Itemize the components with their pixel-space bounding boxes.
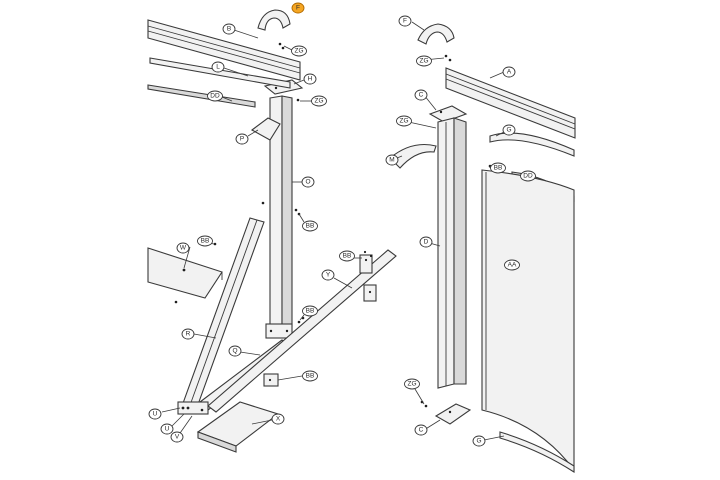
stabilizer-rail-l bbox=[149, 57, 291, 89]
callout-u[interactable]: U bbox=[160, 423, 174, 435]
callout-zg-top-left[interactable]: ZG bbox=[291, 45, 307, 57]
svg-text:B: B bbox=[227, 26, 231, 33]
callout-h[interactable]: H bbox=[303, 73, 317, 85]
svg-text:H: H bbox=[308, 76, 313, 83]
callout-bb-y[interactable]: BB bbox=[339, 250, 355, 262]
stabilizer-rail-g-top bbox=[489, 132, 575, 157]
callout-l[interactable]: L bbox=[211, 61, 225, 73]
callout-g-bottom[interactable]: G bbox=[472, 435, 486, 447]
svg-text:ZG: ZG bbox=[294, 48, 303, 55]
svg-text:L: L bbox=[216, 64, 220, 71]
svg-text:P: P bbox=[240, 136, 244, 143]
callout-u-small[interactable]: U bbox=[148, 408, 162, 420]
svg-text:R: R bbox=[186, 331, 191, 338]
bracket-p bbox=[250, 117, 281, 141]
callout-c-bottom[interactable]: C bbox=[414, 424, 428, 436]
svg-text:ZG: ZG bbox=[407, 381, 416, 388]
svg-text:Y: Y bbox=[326, 272, 331, 279]
callout-bb-q[interactable]: BB bbox=[302, 370, 318, 382]
svg-text:M: M bbox=[389, 157, 394, 164]
callout-bb-right[interactable]: BB bbox=[490, 162, 506, 174]
svg-text:F: F bbox=[403, 18, 407, 25]
callout-d[interactable]: D bbox=[419, 236, 433, 248]
svg-text:BB: BB bbox=[306, 308, 315, 315]
svg-text:Q: Q bbox=[232, 348, 237, 355]
top-rail-a bbox=[445, 67, 576, 139]
svg-text:W: W bbox=[180, 245, 187, 252]
svg-text:G: G bbox=[506, 127, 511, 134]
svg-text:ZG: ZG bbox=[419, 58, 428, 65]
top-cap-f-left bbox=[257, 9, 291, 31]
callout-zg-bottom[interactable]: ZG bbox=[404, 378, 420, 390]
callout-q[interactable]: Q bbox=[228, 345, 242, 357]
callout-a[interactable]: A bbox=[502, 66, 516, 78]
pool-wall-aa bbox=[481, 169, 575, 472]
callout-bb-post[interactable]: BB bbox=[302, 220, 318, 232]
svg-text:C: C bbox=[419, 427, 424, 434]
callout-bb-w[interactable]: BB bbox=[197, 235, 213, 247]
callout-r[interactable]: R bbox=[181, 328, 195, 340]
svg-text:X: X bbox=[276, 416, 281, 423]
svg-text:A: A bbox=[507, 69, 512, 76]
bottom-plate-c bbox=[434, 403, 472, 425]
callout-aa[interactable]: AA bbox=[504, 259, 520, 271]
base-shoe bbox=[177, 401, 209, 415]
svg-text:U: U bbox=[165, 426, 170, 433]
callout-c-top[interactable]: C bbox=[414, 89, 428, 101]
svg-text:BB: BB bbox=[343, 253, 352, 260]
callout-bb-base[interactable]: BB bbox=[302, 305, 318, 317]
callout-m[interactable]: M bbox=[385, 154, 399, 166]
svg-text:ZG: ZG bbox=[399, 118, 408, 125]
callout-f-left[interactable]: F bbox=[291, 2, 305, 14]
svg-text:G: G bbox=[476, 438, 481, 445]
callout-v[interactable]: V bbox=[170, 431, 184, 443]
svg-text:BB: BB bbox=[306, 223, 315, 230]
callout-y[interactable]: Y bbox=[321, 269, 335, 281]
top-cap-f-right bbox=[417, 23, 455, 45]
bottom-track-g bbox=[499, 431, 575, 474]
svg-text:AA: AA bbox=[508, 262, 517, 269]
callout-g-top[interactable]: G bbox=[502, 124, 516, 136]
top-plate-c bbox=[428, 105, 468, 123]
svg-text:BB: BB bbox=[306, 373, 315, 380]
svg-text:C: C bbox=[419, 92, 424, 99]
callout-zg-mid-left[interactable]: ZG bbox=[311, 95, 327, 107]
bottom-track-w bbox=[147, 247, 223, 304]
callout-dd-left[interactable]: DD bbox=[207, 90, 223, 102]
callout-f-right[interactable]: F bbox=[398, 15, 412, 27]
svg-text:U: U bbox=[153, 411, 158, 418]
svg-text:DD: DD bbox=[523, 173, 533, 180]
svg-text:F: F bbox=[296, 5, 300, 12]
callout-zg-right[interactable]: ZG bbox=[396, 115, 412, 127]
callout-zg-top-right[interactable]: ZG bbox=[416, 55, 432, 67]
callout-w[interactable]: W bbox=[176, 242, 190, 254]
post-bottom-connector bbox=[265, 323, 293, 339]
bracket-m bbox=[389, 143, 437, 169]
svg-text:BB: BB bbox=[494, 165, 503, 172]
callout-p[interactable]: P bbox=[235, 133, 249, 145]
foot-pad-x bbox=[196, 401, 280, 453]
long-beam-y bbox=[207, 249, 397, 413]
svg-text:V: V bbox=[175, 434, 180, 441]
svg-text:O: O bbox=[305, 179, 310, 186]
callouts: F B ZG L DD H ZG P O BB W BB BB Y R BB Q… bbox=[148, 2, 536, 447]
svg-text:BB: BB bbox=[201, 238, 210, 245]
callout-dd-right[interactable]: DD bbox=[520, 170, 536, 182]
callout-o[interactable]: O bbox=[301, 176, 315, 188]
wedge-dd-left bbox=[147, 84, 256, 108]
upright-post-d bbox=[437, 117, 467, 389]
callout-x[interactable]: X bbox=[271, 413, 285, 425]
svg-text:ZG: ZG bbox=[314, 98, 323, 105]
callout-b[interactable]: B bbox=[222, 23, 236, 35]
beam-plates bbox=[263, 254, 377, 387]
top-rail-b bbox=[147, 19, 301, 81]
svg-text:D: D bbox=[424, 239, 429, 246]
svg-text:DD: DD bbox=[210, 93, 220, 100]
